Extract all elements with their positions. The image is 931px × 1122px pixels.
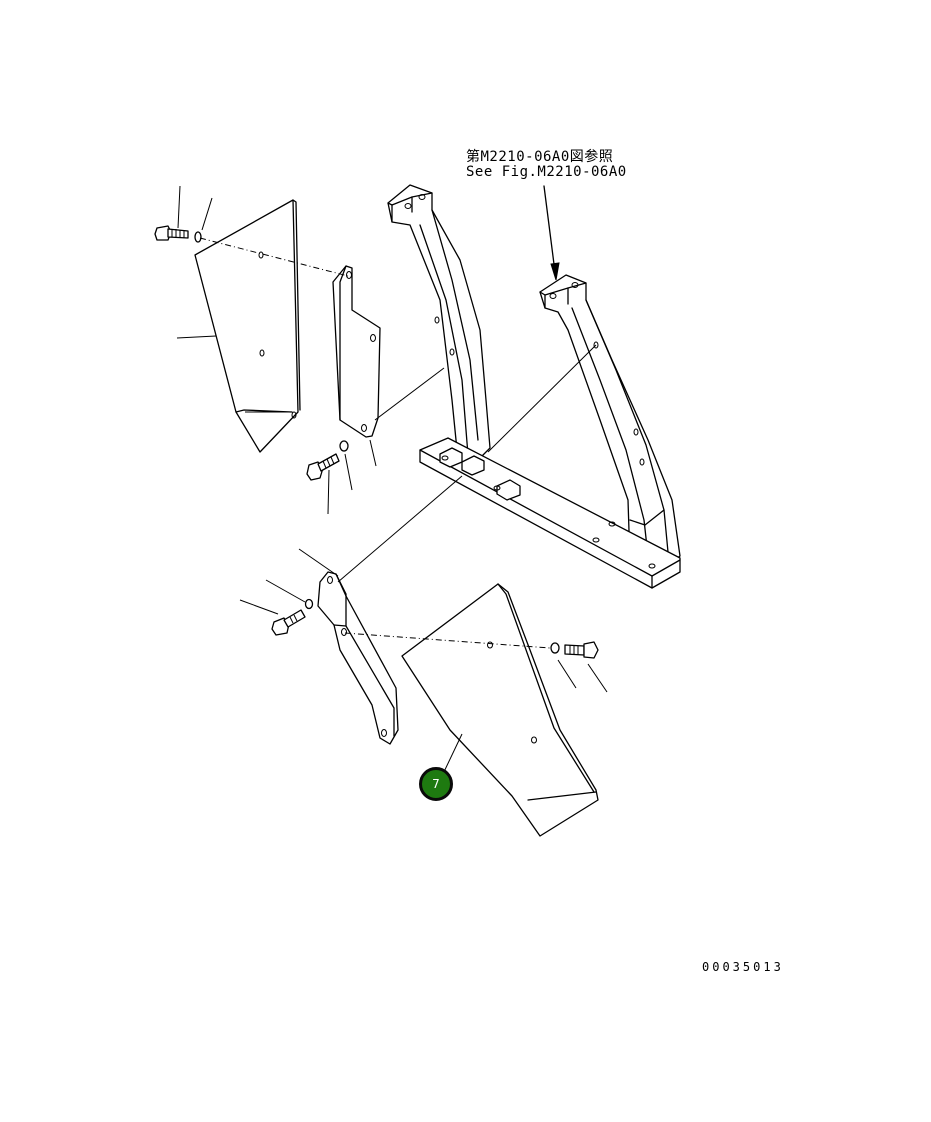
leader-lines <box>176 185 608 777</box>
upper-cover-plate <box>194 199 301 453</box>
lower-cover-plate <box>401 583 599 837</box>
upper-left-bolt <box>154 225 202 243</box>
drawing-code: 00035013 <box>702 960 784 974</box>
reference-arrow <box>543 185 560 281</box>
assembly-lines <box>199 237 597 649</box>
lower-left-bolt <box>271 598 314 636</box>
upper-bracket <box>332 265 381 438</box>
lower-right-bolt <box>550 641 599 659</box>
lower-bracket <box>317 571 399 745</box>
frame-base-plate <box>419 437 681 589</box>
reference-label-en: See Fig.M2210-06A0 <box>466 164 627 180</box>
reference-label-jp: 第M2210-06A0図参照 <box>466 149 614 165</box>
middle-bolt <box>306 440 349 481</box>
part-callout-7[interactable]: 7 <box>419 767 453 801</box>
frame-rear-upright <box>387 184 491 463</box>
